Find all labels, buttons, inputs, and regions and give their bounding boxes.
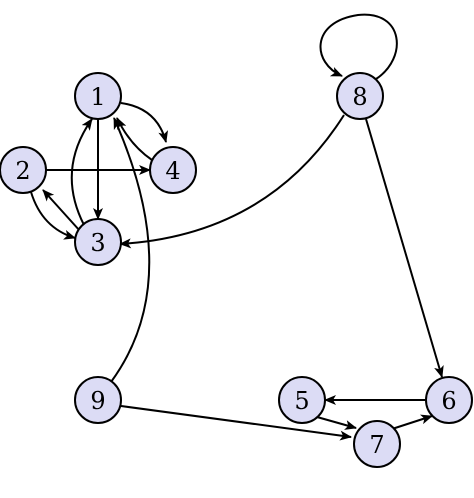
- node-2: 2: [0, 146, 47, 194]
- node-label: 5: [294, 387, 309, 415]
- node-circle: [74, 218, 122, 266]
- node-1: 1: [74, 72, 122, 120]
- node-label: 8: [352, 83, 367, 111]
- node-circle: [425, 376, 473, 424]
- edge-8-6: [365, 118, 444, 378]
- node-4: 4: [149, 146, 197, 194]
- edge-1-4: [120, 102, 169, 143]
- node-5: 5: [278, 376, 326, 424]
- edge-9-7: [120, 405, 352, 441]
- node-circle: [278, 376, 326, 424]
- node-circle: [0, 146, 47, 194]
- nodes-layer: 1 2 3 4 5 6 7 8 9: [0, 72, 473, 468]
- node-circle: [336, 72, 384, 120]
- node-label: 6: [441, 387, 456, 415]
- node-label: 2: [15, 157, 30, 185]
- edge-8-8: [319, 13, 398, 80]
- node-label: 7: [369, 431, 384, 459]
- node-9: 9: [74, 376, 122, 424]
- node-6: 6: [425, 376, 473, 424]
- node-8: 8: [336, 72, 384, 120]
- edges-layer: [30, 13, 444, 441]
- edge-5-7: [316, 416, 357, 430]
- node-circle: [353, 420, 401, 468]
- node-circle: [74, 376, 122, 424]
- edge-2-3: [30, 191, 76, 240]
- node-3: 3: [74, 218, 122, 266]
- edge-8-3: [119, 114, 345, 249]
- node-label: 4: [165, 157, 180, 185]
- node-label: 3: [90, 229, 105, 257]
- edge-3-2: [42, 189, 81, 232]
- node-circle: [74, 72, 122, 120]
- node-circle: [149, 146, 197, 194]
- node-7: 7: [353, 420, 401, 468]
- node-label: 9: [90, 387, 105, 415]
- edge-7-6: [391, 414, 433, 430]
- edge-3-1: [70, 118, 93, 226]
- node-label: 1: [90, 83, 105, 111]
- edge-9-1: [110, 117, 151, 383]
